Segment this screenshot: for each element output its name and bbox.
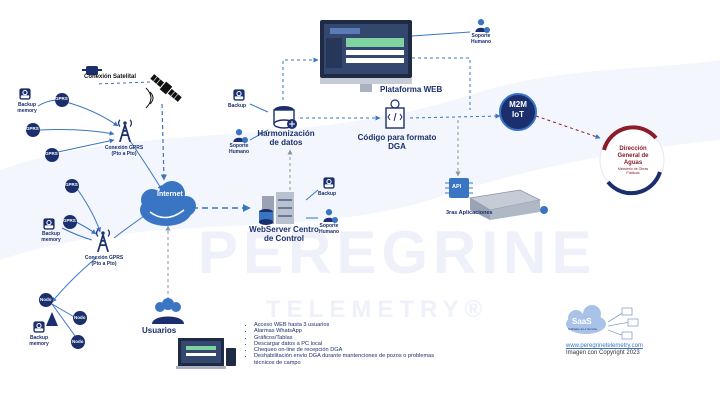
iot-label: IoT — [512, 110, 524, 119]
link-tower-internet — [127, 137, 163, 191]
m2m-label: M2M — [509, 100, 527, 109]
gprs-badge — [26, 123, 40, 137]
saas-subtitle: Software as a Service — [568, 327, 598, 331]
m2m-iot-icon — [499, 93, 537, 131]
link-backup2-tower — [61, 227, 93, 241]
watermark-text: PEREGRINE — [198, 219, 597, 286]
feature-item: Gráficos/Tablas — [254, 335, 444, 341]
harmonizacion-database-icon — [273, 106, 297, 129]
link-gprs3-tower — [57, 138, 115, 153]
feature-item: Descargar datos a PC local — [254, 341, 444, 347]
api-server-icon — [445, 178, 548, 220]
soporte-humano-label: Soporte Humano — [319, 223, 339, 235]
backup-memory-label: Backup memory — [17, 102, 37, 114]
users-group-icon — [152, 298, 184, 324]
link-plataforma-support — [411, 31, 471, 37]
internet-label: Internet — [157, 191, 183, 198]
user-devices-icon — [176, 338, 236, 369]
nodo-text: Nodo — [72, 339, 84, 344]
link-harmonizacion-plataforma — [282, 57, 319, 100]
sensor-triangle-icon — [46, 312, 58, 326]
gprs-badge — [65, 179, 79, 193]
backup-label: Backup — [228, 103, 247, 109]
headset-badge — [242, 137, 248, 143]
satellite-label: Conexión Satelital — [84, 74, 137, 80]
terceras-aplicaciones-label: 3ras Aplicaciones — [446, 210, 493, 216]
link-plataforma-m2m — [412, 57, 471, 110]
soporte-humano-label: Soporte Humano — [229, 143, 249, 155]
gprs-badge — [55, 93, 69, 107]
platform-monitor-icon — [320, 20, 412, 92]
headset-badge — [484, 27, 490, 33]
backup-memory-icon — [42, 217, 56, 231]
nodo-badge — [73, 311, 87, 325]
soporte-humano-label: Soporte Humano — [471, 33, 491, 45]
antenna-tower-icon — [117, 118, 133, 142]
gprs-badge — [45, 148, 59, 162]
saas-cloud-icon — [566, 305, 639, 340]
gprs-text: GPRS — [65, 182, 78, 187]
webserver-label: WebServer Centro de Control — [249, 225, 319, 243]
dga-title: Aguas — [623, 160, 643, 166]
link-tower-nodo — [51, 257, 97, 303]
backup-icon — [232, 88, 246, 102]
backup-memory-icon — [32, 320, 46, 334]
link-satellite-cloud — [95, 81, 151, 85]
feature-item: Alarmas WhatsApp — [254, 328, 444, 334]
satellite-icon — [150, 74, 182, 102]
backup-memory-label: Backup memory — [41, 231, 61, 243]
dga-title: Dirección — [619, 146, 647, 152]
gprs-link-label: Conexión GPRS (Pto a Pto) — [84, 255, 124, 267]
link-backup-harmonizacion — [249, 103, 269, 113]
dga-title: General de — [617, 153, 649, 159]
features-list: Acceso WEB hasta 3 usuarios Alarmas What… — [246, 322, 444, 366]
gprs-text: GPRS — [45, 151, 58, 156]
gprs-link-label: Conexión GPRS (Pto a Pto) — [104, 145, 144, 157]
api-label: API — [452, 184, 462, 190]
codigo-dga-label: Código para formato DGA — [357, 133, 437, 151]
nodo-badge — [39, 293, 53, 307]
gprs-text: GPRS — [26, 126, 39, 131]
harmonizacion-label: Harmonización de datos — [257, 129, 315, 147]
signal-waves-icon — [145, 87, 154, 109]
copyright-text: Imagen con Copyright 2023 — [566, 350, 640, 356]
webserver-icon — [259, 192, 294, 225]
satellite-dish-icon — [82, 66, 102, 75]
plataforma-web-label: Plataforma WEB — [380, 85, 443, 94]
link-gprs-tower — [65, 101, 119, 127]
backup-memory-icon — [18, 87, 32, 101]
website-link[interactable]: www.peregrinetelemetry.com — [566, 343, 643, 349]
gprs-text: GPRS — [55, 96, 68, 101]
feature-item: Acceso WEB hasta 3 usuarios — [254, 322, 444, 328]
headset-badge — [332, 217, 338, 223]
link-gprs5-tower — [75, 221, 97, 235]
link-m2m-dga — [535, 115, 601, 139]
internet-cloud-icon — [140, 181, 196, 226]
dga-logo — [599, 125, 665, 196]
usuarios-label: Usuarios — [142, 326, 177, 335]
link-gprs2-tower — [39, 129, 115, 136]
gprs-badge — [63, 215, 77, 229]
link-support-harmonizacion — [249, 129, 269, 141]
link-gprs4-tower — [77, 189, 102, 233]
feature-item: Deshabilitación envío DGA durante manten… — [254, 353, 444, 366]
dga-subtitle: Ministerio de Obras Públicas — [617, 167, 649, 175]
saas-label: SaaS — [572, 317, 592, 326]
backup-memory-label: Backup memory — [29, 335, 49, 347]
link-satellite-internet — [160, 103, 167, 181]
nodo-badge — [71, 335, 85, 349]
backup-label: Backup — [318, 191, 337, 197]
watermark-subtext: TELEMETRY® — [266, 296, 489, 323]
backup-icon — [322, 176, 336, 190]
feature-item: Chequeo on-line de recepción DGA — [254, 347, 444, 353]
code-document-icon — [385, 99, 405, 129]
nodo-text: Nodo — [40, 297, 52, 302]
nodo-text: Nodo — [74, 315, 86, 320]
link-webserver-backup — [305, 189, 319, 201]
gprs-text: GPRS — [63, 218, 76, 223]
